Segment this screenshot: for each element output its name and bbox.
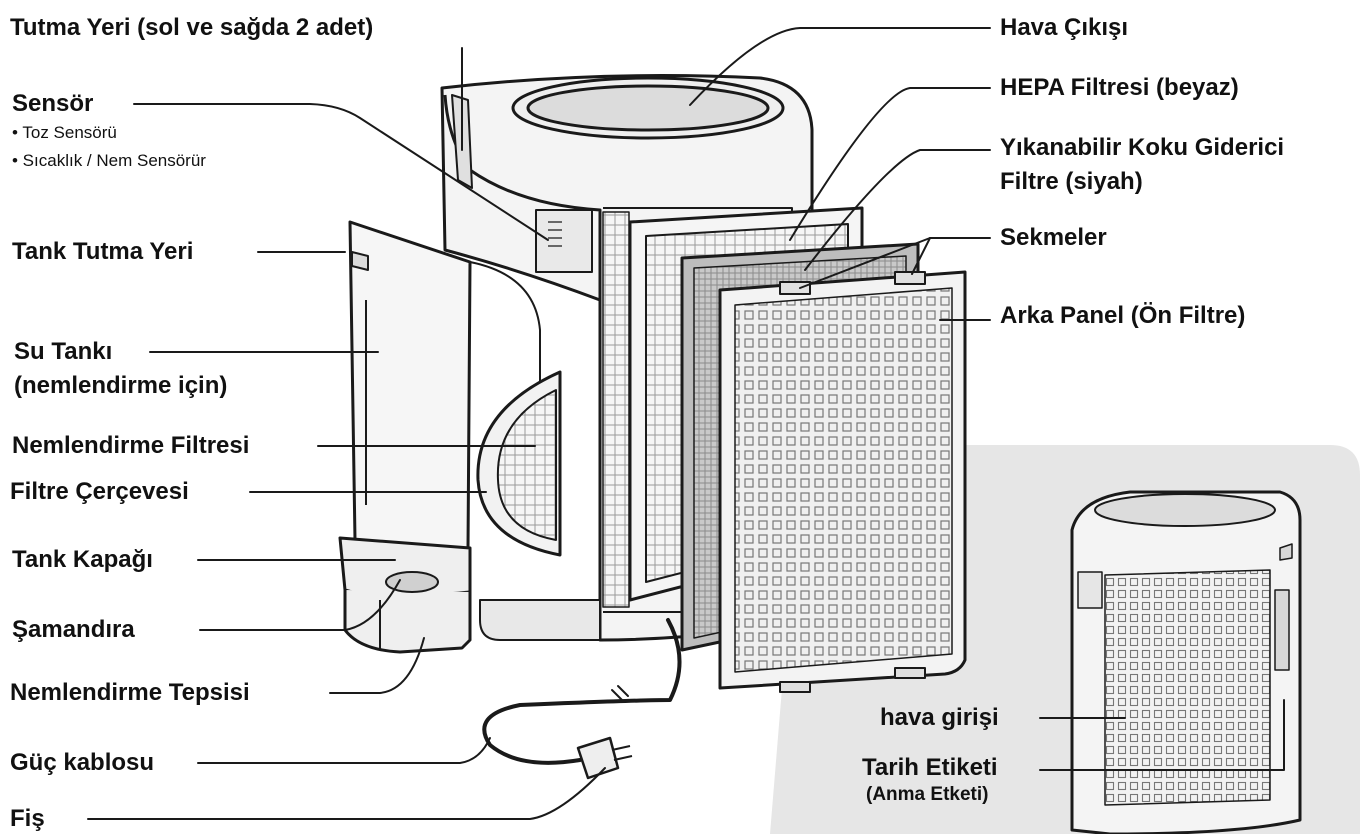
label-sekmeler: Sekmeler — [1000, 224, 1107, 251]
label-koku-giderici: Yıkanabilir Koku Giderici — [1000, 134, 1285, 161]
label-samandira: Şamandıra — [12, 616, 135, 643]
label-hava-girisi: hava girişi — [880, 704, 999, 731]
label-guc-kablosu: Güç kablosu — [10, 749, 155, 776]
label-fis: Fiş — [10, 805, 45, 832]
humidifier-filter — [476, 370, 562, 557]
humidifier-tray — [338, 536, 472, 654]
label-sensor-temp: • Sıcaklık / Nem Sensörür — [12, 151, 206, 170]
label-tank-tutma-yeri: Tank Tutma Yeri — [12, 238, 194, 265]
label-sensor: Sensör — [12, 90, 94, 117]
label-sensor-dust: • Toz Sensörü — [12, 123, 117, 142]
label-arka-panel: Arka Panel (Ön Filtre) — [1000, 302, 1246, 329]
label-koku-giderici-sub: Filtre (siyah) — [1000, 168, 1143, 195]
label-tutma-yeri: Tutma Yeri (sol ve sağda 2 adet) — [10, 14, 374, 41]
inset-unit — [1070, 490, 1302, 834]
label-nemlendirme-tepsisi: Nemlendirme Tepsisi — [10, 679, 250, 706]
label-anma-etiketi: (Anma Etketi) — [866, 784, 989, 805]
label-nemlendirme-filtresi: Nemlendirme Filtresi — [12, 432, 250, 459]
power-cord — [482, 618, 682, 765]
label-hepa: HEPA Filtresi (beyaz) — [1000, 74, 1239, 101]
label-hava-cikisi: Hava Çıkışı — [1000, 14, 1129, 41]
back-panel — [718, 270, 967, 693]
plug — [576, 736, 633, 780]
label-su-tanki-sub: (nemlendirme için) — [14, 372, 228, 399]
label-su-tanki: Su Tankı — [14, 338, 113, 365]
label-filtre-cercevesi: Filtre Çerçevesi — [10, 478, 189, 505]
label-tarih-etiketi: Tarih Etiketi — [862, 754, 998, 781]
label-tank-kapagi: Tank Kapağı — [12, 546, 153, 573]
leader-lines — [87, 27, 1285, 820]
